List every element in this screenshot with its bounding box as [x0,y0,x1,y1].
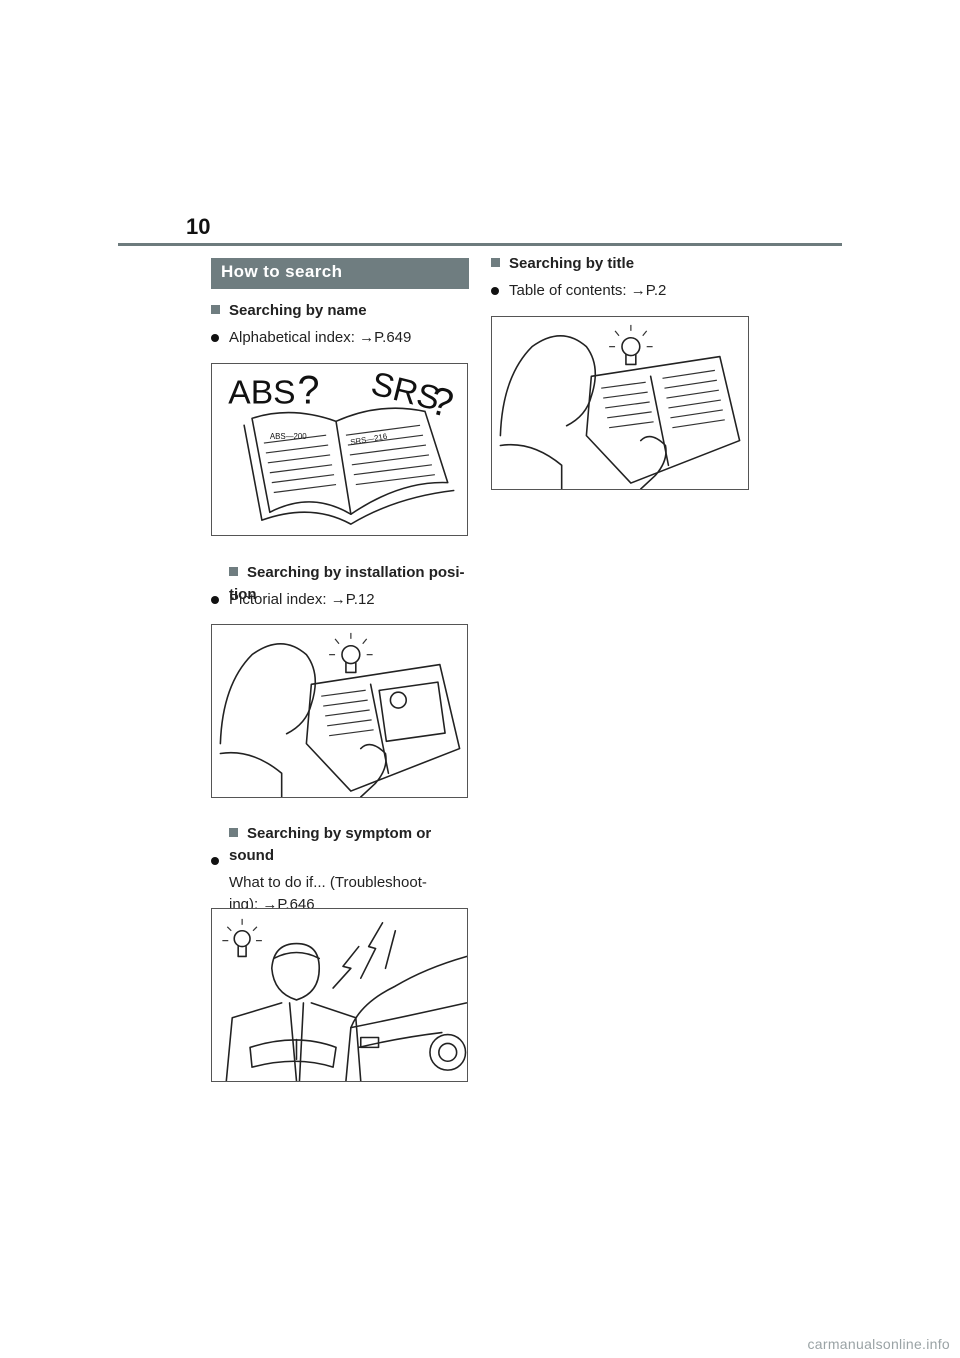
subhead-by-name: Searching by name [211,300,367,322]
man-car-lightning-icon [222,918,467,1081]
section-header: How to search [211,258,469,289]
illustration-name-search: ABS ? SRS ? ABS—200 SRS—216 [211,363,468,536]
top-rule [118,243,842,246]
bullet-troubleshooting[interactable]: What to do if... (Troubleshoot- ing): →P… [211,850,491,916]
bullet-pictorial-index[interactable]: Pictorial index: →P.12 [211,589,375,611]
bullet-dot-icon [211,857,219,865]
subhead-by-position: Searching by installation posi- tion [229,564,465,603]
square-bullet-icon [211,305,220,314]
bullet-alphabetical-index[interactable]: Alphabetical index: →P.649 [211,327,411,349]
square-bullet-icon [229,567,238,576]
square-bullet-icon [229,828,238,837]
bullet-dot-icon [491,287,499,295]
bullet-dot-icon [211,334,219,342]
abs-entry: ABS—200 [270,432,307,441]
illustration-symptom-search [211,908,468,1082]
reader-lightbulb-icon [499,324,741,489]
bullet-table-of-contents[interactable]: Table of contents: →P.2 [491,280,666,302]
open-book-icon: ABS ? SRS ? ABS—200 SRS—216 [228,366,458,525]
bullet-dot-icon [211,596,219,604]
abs-label: ABS [228,375,295,412]
square-bullet-icon [491,258,500,267]
page-number: 10 [186,214,211,239]
illustration-position-search [211,624,468,798]
subhead-by-title: Searching by title [491,253,634,275]
svg-text:?: ? [297,369,319,413]
subhead-by-symptom: Searching by symptom or sound [229,825,432,864]
reader-lightbulb-icon [219,632,461,797]
illustration-title-search [491,316,749,490]
watermark: carmanualsonline.info [807,1336,950,1352]
